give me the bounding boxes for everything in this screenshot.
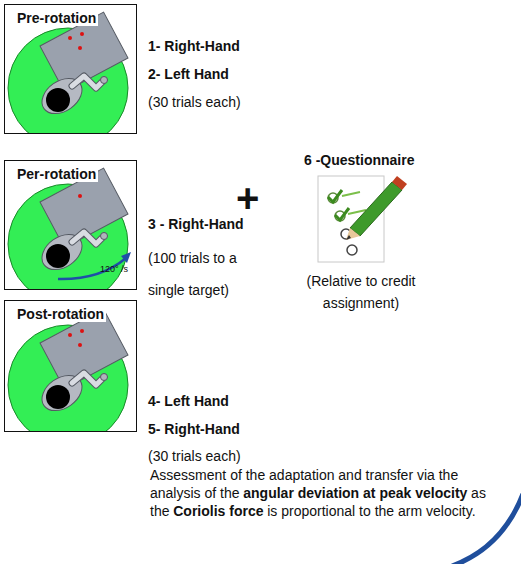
panel-title: Post-rotation bbox=[15, 306, 106, 322]
panel-title: Pre-rotation bbox=[15, 10, 98, 26]
step-item: 2- Left Hand bbox=[148, 66, 229, 83]
phase-panel: Post-rotation bbox=[4, 300, 137, 432]
questionnaire-icon bbox=[318, 176, 407, 262]
phase-panel: Pre-rotation bbox=[4, 4, 137, 134]
note-text: is proportional to the arm velocity. bbox=[267, 503, 475, 519]
note-paragraph: Assessment of the adaptation and transfe… bbox=[150, 466, 510, 520]
trial-note: (30 trials each) bbox=[148, 94, 241, 111]
trial-note: (30 trials each) bbox=[148, 448, 241, 465]
questionnaire-title: 6 -Questionnaire bbox=[304, 152, 414, 169]
step-item: 4- Left Hand bbox=[148, 393, 229, 410]
step-item: 5- Right-Hand bbox=[148, 421, 240, 438]
questionnaire-note: (Relative to credit assignment) bbox=[286, 270, 436, 314]
step-item: 1- Right-Hand bbox=[148, 38, 240, 55]
step-item: 3 - Right-Hand bbox=[148, 216, 244, 233]
panel-title: Per-rotation bbox=[15, 166, 98, 182]
note-text: Coriolis force bbox=[173, 503, 263, 519]
plus-sign: + bbox=[236, 176, 259, 220]
note-text: angular deviation at peak velocity bbox=[243, 485, 467, 501]
trial-note: (100 trials to a single target) bbox=[148, 242, 270, 306]
rotation-speed: 120° /s bbox=[100, 264, 128, 274]
